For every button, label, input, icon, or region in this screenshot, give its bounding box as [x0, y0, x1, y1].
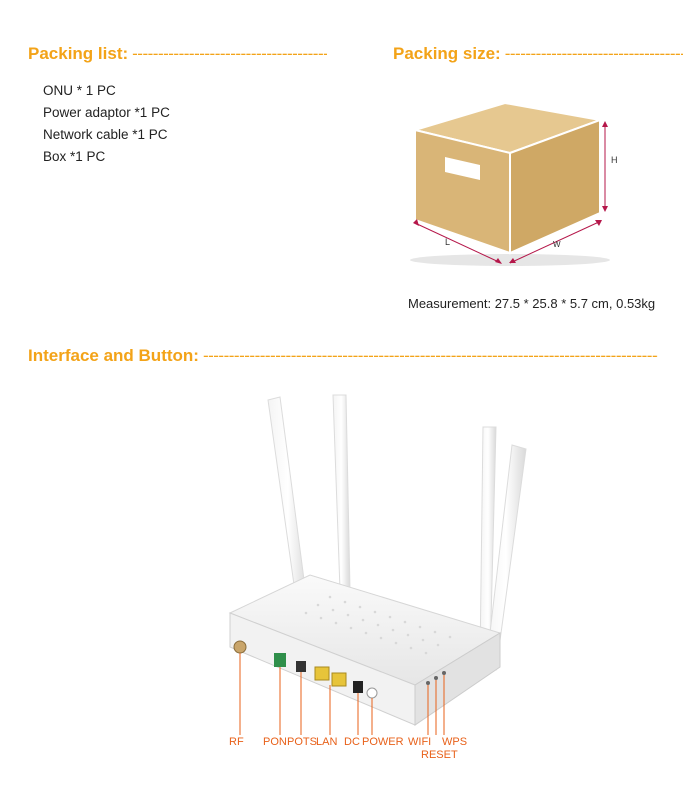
wps-button-icon [442, 671, 446, 675]
list-item: ONU * 1 PC [43, 83, 116, 98]
wifi-label: WIFI [408, 736, 432, 748]
power-button-icon [366, 687, 378, 699]
heading-divider: ----------------------------------------… [504, 44, 683, 63]
width-label: W [553, 240, 561, 249]
pon-label: PON [263, 736, 287, 748]
interface-title: Interface and Button: [28, 346, 199, 365]
heading-divider: ----------------------------------------… [202, 346, 658, 365]
router-illustration [200, 385, 530, 735]
lan-port-icon [314, 666, 330, 681]
packing-list-title: Packing list: [28, 44, 129, 63]
reset-label: RESET [421, 749, 458, 761]
pots-label: POTS [287, 736, 317, 748]
measurement-text: Measurement: 27.5 * 25.8 * 5.7 cm, 0.53k… [408, 296, 656, 311]
lan-label: LAN [316, 736, 338, 748]
list-item: Network cable *1 PC [43, 127, 168, 142]
dc-label: DC [344, 736, 360, 748]
power-label: POWER [362, 736, 404, 748]
heading-divider: ----------------------------------------… [132, 44, 327, 63]
packing-list-heading: Packing list: --------------------------… [28, 44, 328, 64]
box-handle-hole [445, 157, 480, 180]
wifi-button-icon [426, 681, 430, 685]
lan-port-icon [331, 672, 347, 687]
interface-heading: Interface and Button: ------------------… [28, 346, 668, 366]
antenna-icon [332, 394, 351, 591]
height-label: H [611, 155, 618, 165]
packing-size-title: Packing size: [393, 44, 501, 63]
length-dimension-line [414, 222, 502, 264]
pon-port-icon [274, 653, 286, 667]
dc-jack-icon [353, 681, 363, 693]
list-item: Power adaptor *1 PC [43, 105, 170, 120]
package-box-illustration: H L W [405, 95, 635, 275]
list-item: Box *1 PC [43, 149, 106, 164]
rf-label: RF [229, 736, 244, 748]
packing-size-heading: Packing size: --------------------------… [393, 44, 683, 64]
reset-button-icon [434, 676, 438, 680]
pots-port-icon [296, 661, 306, 672]
box-side-face [509, 118, 601, 255]
wps-label: WPS [442, 736, 468, 748]
length-label: L [445, 237, 450, 247]
packing-list: ONU * 1 PC Power adaptor *1 PC Network c… [43, 80, 170, 168]
width-dimension-line [509, 220, 602, 264]
rf-connector-icon [233, 640, 247, 654]
